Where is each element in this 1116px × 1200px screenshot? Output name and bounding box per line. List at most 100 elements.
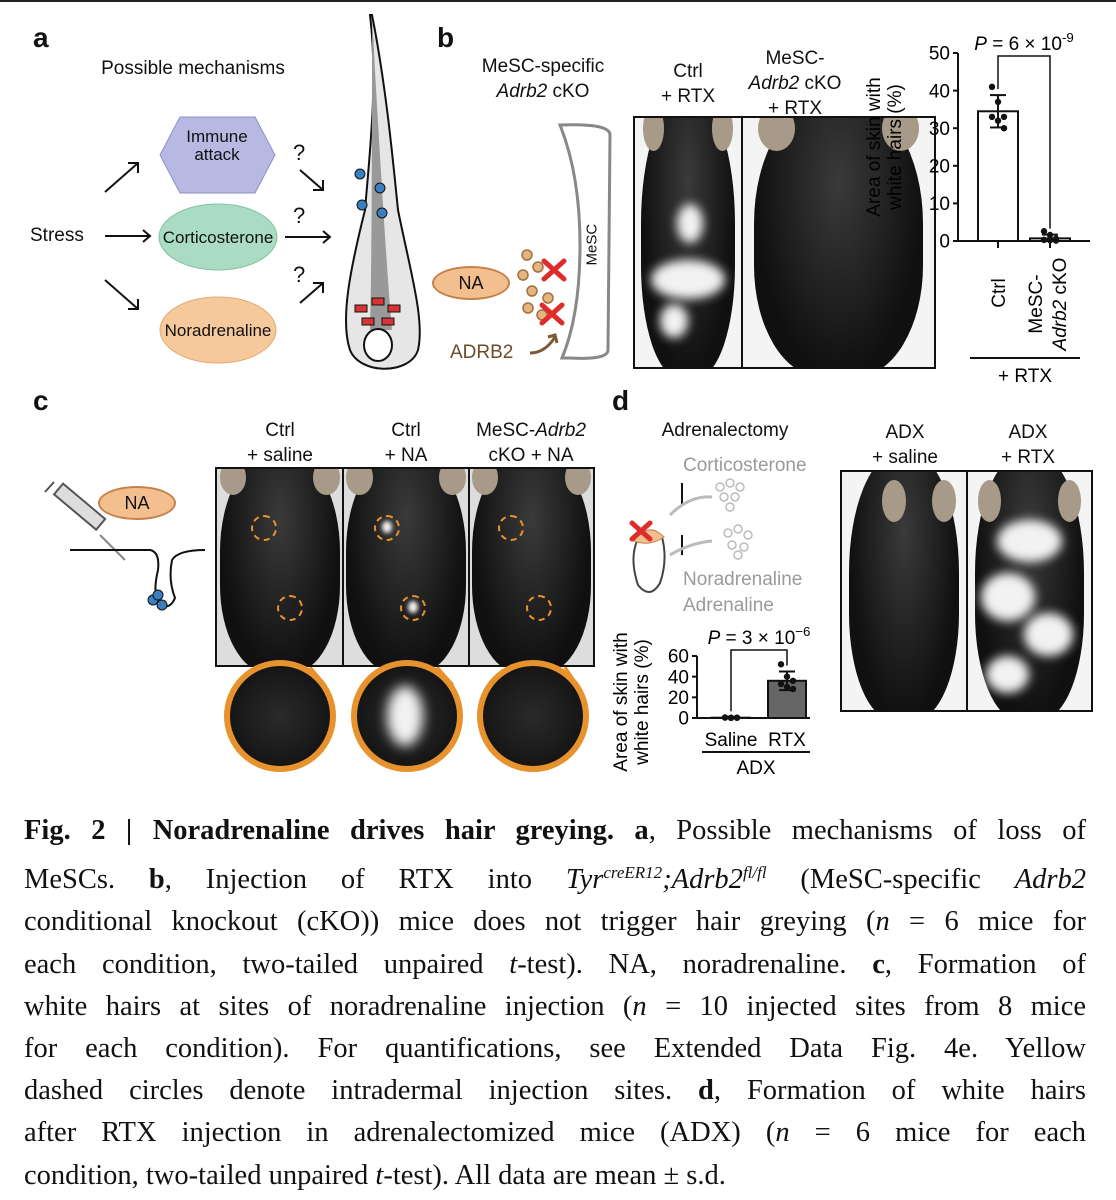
- corticosterone-grey-label: Corticosterone: [683, 455, 807, 476]
- caption-segment: creER12: [603, 863, 663, 883]
- caption-line: dashed circles denote intradermal inject…: [24, 1070, 1086, 1112]
- zoom-circle-cko-na: [477, 660, 589, 772]
- data-point: [988, 113, 996, 121]
- label-line: MeSC-: [476, 420, 536, 441]
- immune-line1: Immune: [186, 127, 248, 146]
- data-point: [1046, 231, 1054, 239]
- data-point: [721, 714, 729, 721]
- label-line: ADX: [885, 422, 925, 443]
- photo-cko-rtx: [743, 118, 934, 367]
- p-value-part: −6: [795, 624, 810, 639]
- p-value-part: = 3 × 10: [720, 628, 795, 649]
- caption-segment: dashed circles denote intradermal inject…: [24, 1075, 699, 1107]
- panel-label-a: a: [33, 22, 49, 53]
- data-point: [1040, 236, 1048, 244]
- y-tick-label: 40: [668, 667, 689, 688]
- immune-hexagon: [159, 116, 276, 194]
- y-axis-label: Area of skin withwhite hairs (%): [864, 77, 906, 216]
- figure-caption: Fig. 2 | Noradrenaline drives hair greyi…: [24, 810, 1086, 1197]
- caption-line: each condition, two-tailed unpaired t-te…: [24, 944, 1086, 986]
- panel-label-b: b: [437, 22, 455, 53]
- data-point: [1052, 237, 1060, 244]
- x-tick-label: RTX: [768, 730, 806, 751]
- photo-ctrl-saline: [217, 469, 342, 665]
- panel-label-c: c: [33, 385, 49, 416]
- label-line: Ctrl: [673, 61, 703, 82]
- caption-segment: for each condition). For quantifications…: [24, 1033, 1086, 1065]
- caption-segment: , Formation of: [884, 948, 1086, 980]
- mouse-photos-b: [633, 116, 936, 369]
- label-line: + saline: [246, 445, 314, 466]
- adrb2-cko-label: Adrb2 cKO: [497, 81, 590, 104]
- cko-text: cKO: [547, 81, 590, 102]
- adrenal-diagram: [629, 478, 753, 593]
- caption-segment: n: [875, 906, 890, 938]
- x-tick-label: Ctrl: [989, 278, 1010, 308]
- caption-segment: t: [509, 948, 518, 980]
- caption-segment: n: [632, 990, 647, 1022]
- p-value-part: -9: [1062, 30, 1074, 45]
- mechanism-diagram: [104, 14, 421, 370]
- caption-line: MeSCs. b, Injection of RTX into TyrcreER…: [24, 852, 1086, 901]
- caption-segment: b: [148, 864, 165, 896]
- caption-segment: white hairs at sites of noradrenaline in…: [24, 990, 633, 1022]
- adrb2-label: ADRB2: [450, 342, 514, 363]
- label-line: + RTX: [660, 86, 716, 107]
- y-tick-label: 0: [678, 709, 689, 730]
- data-point: [1046, 237, 1054, 244]
- top-rule: [0, 0, 1116, 2]
- y-axis-label-line: Area of skin with: [611, 632, 632, 771]
- photo-label-adx-saline: ADX + saline: [872, 420, 938, 470]
- photo-label-ctrl-na: Ctrl+ NA: [385, 418, 428, 468]
- data-point: [1000, 125, 1008, 132]
- data-point: [727, 714, 735, 722]
- corticosterone-ellipse: [158, 203, 278, 271]
- data-point: [733, 714, 741, 721]
- data-point: [1040, 228, 1048, 235]
- data-point: [994, 117, 1002, 124]
- label-line: + saline: [871, 447, 939, 468]
- caption-segment: , Injection of RTX into: [164, 864, 566, 896]
- zoom-circle-ctrl-saline: [224, 660, 336, 772]
- caption-segment: Fig. 2 | Noradrenaline drives hair greyi…: [24, 815, 649, 846]
- caption-line: after RTX injection in adrenalectomized …: [24, 1112, 1086, 1154]
- adrb2-italic: Adrb2: [496, 81, 548, 102]
- mesc-label: MeSC: [583, 223, 601, 266]
- y-axis-label-line: Area of skin with: [864, 77, 885, 216]
- label-line: Ctrl: [265, 420, 295, 441]
- p-value-label: P = 3 × 10−6: [708, 624, 811, 649]
- y-tick-label: 40: [929, 81, 950, 102]
- data-point: [783, 683, 791, 691]
- label-line: ADX: [1008, 422, 1048, 443]
- label-line: + NA: [384, 445, 428, 466]
- y-tick-label: 10: [929, 194, 950, 215]
- label-line: + RTX: [767, 98, 823, 119]
- caption-segment: after RTX injection in adrenalectomized …: [24, 1117, 776, 1149]
- label-line: MeSC-: [765, 48, 825, 69]
- mouse-photos-c: [215, 467, 595, 667]
- significance-bracket: [730, 649, 788, 712]
- photo-label-adx-rtx: ADX+ RTX: [1001, 420, 1055, 470]
- label-italic: Adrb2: [748, 73, 800, 94]
- significance-bracket: [997, 55, 1051, 229]
- syringe-icon: [44, 481, 126, 561]
- caption-segment: ;Adrb2: [662, 864, 743, 896]
- caption-segment: , Possible mechanisms of loss of: [648, 815, 1086, 846]
- p-value-part: = 6 × 10: [987, 34, 1062, 55]
- adrenaline-grey-label: Adrenaline: [683, 595, 774, 616]
- photo-label-ctrl-rtx: Ctrl + RTX: [661, 59, 715, 109]
- caption-segment: -test). All data are mean ± s.d.: [383, 1159, 726, 1191]
- p-value-part: P: [708, 628, 721, 649]
- photo-adx-saline: [842, 472, 966, 710]
- immune-line2: attack: [194, 145, 240, 164]
- caption-segment: = 6 mice for: [889, 906, 1086, 938]
- hair-follicle-icon: [345, 14, 421, 370]
- noradrenaline-ellipse: [159, 296, 277, 364]
- photo-ctrl-na: [344, 469, 468, 665]
- caption-segment: , Formation of white hairs: [713, 1075, 1086, 1107]
- photo-cko-na: [470, 469, 593, 665]
- x-tick-label-part: cKO: [1050, 258, 1071, 300]
- caption-segment: c: [872, 948, 885, 980]
- caption-segment: = 10 injected sites from 8 mice: [646, 990, 1086, 1022]
